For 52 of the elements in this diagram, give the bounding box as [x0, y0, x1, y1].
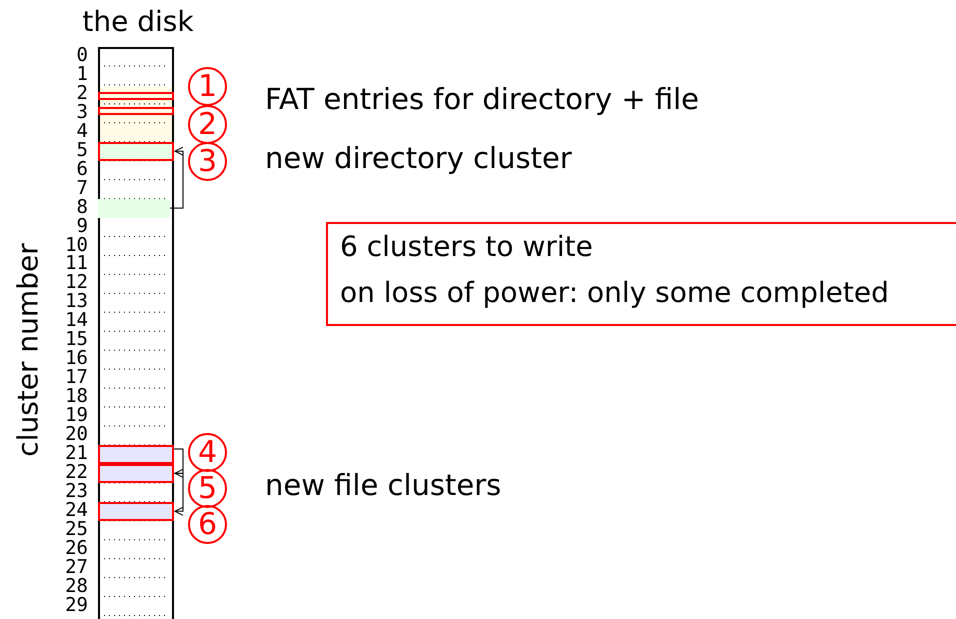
highlighted-cluster [98, 444, 174, 464]
annotation-text: new file clusters [265, 467, 502, 503]
cluster-number: 24 [65, 500, 88, 520]
highlighted-cluster [98, 502, 174, 521]
highlighted-cluster [98, 464, 174, 483]
cluster-number: 26 [65, 538, 88, 558]
cluster-number: 12 [65, 273, 88, 292]
cluster-number: 0 [76, 46, 88, 65]
cluster-number: 9 [76, 216, 88, 236]
cluster-number: 27 [65, 558, 88, 577]
cluster-number: 8 [76, 198, 88, 217]
cluster-number: 13 [65, 292, 88, 312]
cluster-number: 20 [65, 425, 88, 444]
cluster-number: 7 [76, 178, 88, 198]
cluster-number: 3 [76, 102, 88, 122]
cluster-number: 10 [65, 236, 88, 254]
callout-number: 4 [188, 433, 227, 472]
cluster-number: 16 [65, 349, 88, 368]
chain-arrow [174, 448, 184, 478]
callout-number: 3 [188, 142, 227, 181]
cluster-number: 4 [76, 122, 88, 141]
cluster-number: 21 [65, 444, 88, 463]
cluster-number: 23 [65, 482, 88, 501]
note-text: 6 clusters to write [340, 230, 593, 263]
cluster-number: 6 [76, 160, 88, 179]
cluster-number: 19 [65, 406, 88, 426]
chain-arrow [174, 472, 184, 516]
callout-number: 6 [188, 505, 227, 544]
annotation-text: new directory cluster [265, 140, 572, 176]
cluster-number: 14 [65, 311, 88, 330]
cluster-number: 22 [65, 462, 88, 482]
note-text: on loss of power: only some completed [340, 276, 889, 309]
cluster-number: 25 [65, 520, 88, 539]
cluster-number: 15 [65, 330, 88, 350]
note-box [326, 222, 956, 326]
cluster-number: 1 [76, 64, 88, 84]
cluster-number: 17 [65, 368, 88, 388]
cluster-number: 2 [76, 84, 88, 103]
cluster-number: 5 [76, 140, 88, 160]
callout-number: 5 [188, 469, 227, 508]
cluster-number: 18 [65, 387, 88, 406]
cluster-band [98, 198, 170, 218]
chain-arrow [170, 146, 184, 209]
disk-title: the disk [81, 5, 195, 38]
cluster-number: 29 [65, 596, 88, 615]
axis-title: cluster number [12, 243, 44, 457]
cluster-number: 28 [65, 576, 88, 596]
callout-number: 1 [188, 67, 227, 106]
callout-number: 2 [188, 105, 227, 144]
annotation-text: FAT entries for directory + file [265, 81, 700, 117]
cluster-number: 11 [65, 254, 88, 274]
highlighted-cluster [98, 142, 174, 161]
